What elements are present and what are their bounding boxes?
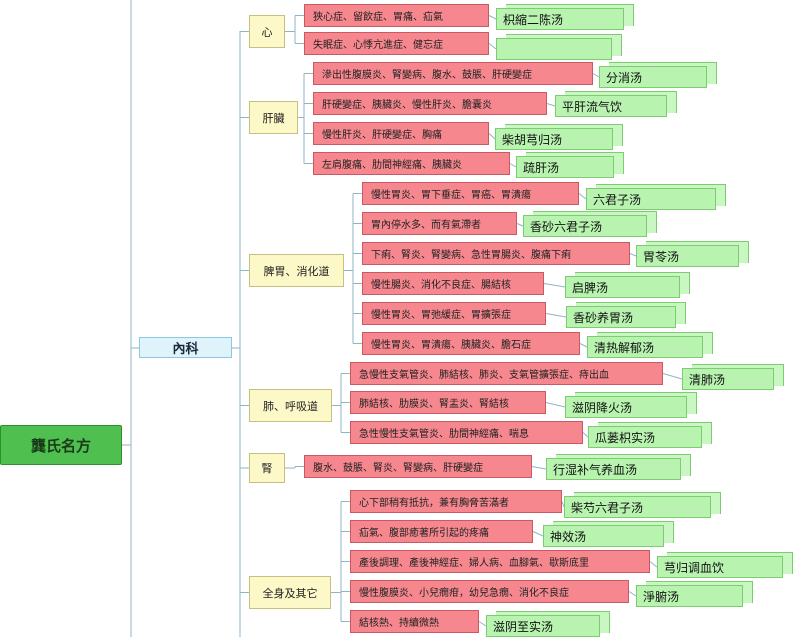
remedy-node[interactable]: 柴胡芎归汤 <box>495 128 613 150</box>
remedy-node[interactable]: 疏肝汤 <box>516 156 614 178</box>
remedy-node[interactable]: 神效汤 <box>543 525 664 547</box>
remedy-node[interactable]: 清热解郁汤 <box>587 336 703 358</box>
symptom-node[interactable]: 疝氣、腹部癒著所引起的疼痛 <box>350 520 533 543</box>
remedy-connector-ganzang-2 <box>488 133 496 140</box>
remedy-node[interactable]: 启脾汤 <box>565 276 680 298</box>
symptom-node[interactable]: 慢性腸炎、消化不良症、腸結核 <box>362 272 544 295</box>
remedy-connector-shen-0 <box>531 466 547 470</box>
symptom-node[interactable]: 胃內停水多、而有氣滯者 <box>362 212 517 235</box>
symptom-node[interactable]: 急性慢性支氣管炎、肋間神經痛、喘息 <box>350 421 583 444</box>
remedy-connector-quanshen-3 <box>628 591 637 597</box>
remedy-node[interactable]: 滋阴至实汤 <box>486 615 600 637</box>
remedy-node[interactable]: 香砂养胃汤 <box>566 306 676 328</box>
remedy-connector-ganzang-3 <box>509 163 517 168</box>
symptom-node[interactable]: 慢性肝炎、肝硬變症、胸痛 <box>313 122 489 145</box>
remedy-node[interactable]: 胃苓汤 <box>636 245 739 267</box>
remedy-node[interactable]: 柴芍六君子汤 <box>564 496 711 518</box>
symptom-node[interactable]: 慢性腹膜炎、小兒癇疳，幼兒急癇、消化不良症 <box>350 580 629 603</box>
remedy-connector-fei-2 <box>582 432 589 438</box>
symptom-node[interactable]: 產後調理、產後神經症、婦人病、血腳氣、歇斯底里 <box>350 550 650 573</box>
category-quanshen[interactable]: 全身及其它 <box>249 576 331 609</box>
remedy-connector-ganzang-1 <box>546 103 556 107</box>
symptom-node[interactable]: 慢性胃炎、胃下垂症、胃癌、胃潰瘍 <box>362 182 579 205</box>
symptom-node[interactable]: 肺結核、肋膜炎、腎盂炎、腎結核 <box>350 391 546 414</box>
remedy-node[interactable]: 分消汤 <box>599 66 707 88</box>
remedy-connector-xin-1 <box>488 43 497 50</box>
remedy-connector-quanshen-2 <box>649 561 658 568</box>
remedy-connector-quanshen-0 <box>561 501 565 508</box>
symptom-node[interactable]: 下痢、腎炎、腎變病、急性胃腸炎、腹痛下痢 <box>362 242 630 265</box>
remedy-node[interactable]: 香砂六君子汤 <box>523 215 647 237</box>
remedy-connector-xin-0 <box>488 15 497 20</box>
remedy-connector-piwei-0 <box>578 193 587 200</box>
symptom-node[interactable]: 狹心症、留飲症、胃痛、疝氣 <box>304 4 489 27</box>
remedy-connector-quanshen-4 <box>478 621 487 627</box>
remedy-node[interactable]: 滋阴降火汤 <box>565 396 687 418</box>
remedy-node[interactable]: 瓜蒌枳实汤 <box>588 426 702 448</box>
remedy-connector-piwei-4 <box>545 313 567 318</box>
category-shen[interactable]: 腎 <box>249 453 285 483</box>
remedy-node[interactable]: 平肝流气饮 <box>555 95 667 117</box>
symptom-node[interactable]: 腹水、鼓脹、腎炎、腎變病、肝硬變症 <box>304 455 532 478</box>
remedy-connector-piwei-3 <box>543 283 566 288</box>
symptom-node[interactable]: 肝硬變症、胰臟炎、慢性肝炎、膽囊炎 <box>313 92 547 115</box>
remedy-node[interactable]: 行湿补气养血汤 <box>546 458 681 480</box>
remedy-node[interactable]: 枳縮二陈汤 <box>496 8 624 30</box>
category-xin[interactable]: 心 <box>249 15 285 48</box>
main-node-internal-medicine[interactable]: 內科 <box>139 337 232 358</box>
remedy-connector-fei-0 <box>662 373 683 380</box>
symptom-node[interactable]: 滲出性腹膜炎、腎變病、腹水、鼓脹、肝硬變症 <box>313 62 593 85</box>
symptom-node[interactable]: 結核熱、持續微熱 <box>350 610 479 633</box>
category-ganzang[interactable]: 肝臟 <box>249 101 298 134</box>
remedy-node[interactable] <box>496 38 612 60</box>
symptom-node[interactable]: 急慢性支氣管炎、肺結核、肺炎、支氣管擴張症、痔出血 <box>350 362 663 385</box>
symptom-node[interactable]: 失眠症、心悸亢進症、健忘症 <box>304 32 489 55</box>
category-piwei[interactable]: 脾胃、消化道 <box>249 254 344 287</box>
category-fei[interactable]: 肺、呼吸道 <box>249 389 332 422</box>
root-node[interactable]: 龔氏名方 <box>0 425 122 465</box>
remedy-connector-piwei-1 <box>516 223 524 227</box>
remedy-node[interactable]: 淨腑汤 <box>636 585 743 607</box>
remedy-connector-quanshen-1 <box>532 531 544 537</box>
symptom-node[interactable]: 慢性胃炎、胃潰瘍、胰臟炎、膽石症 <box>362 332 580 355</box>
remedy-connector-fei-1 <box>545 402 566 408</box>
symptom-node[interactable]: 慢性胃炎、胃弛緩症、胃擴張症 <box>362 302 546 325</box>
remedy-node[interactable]: 芎归调血饮 <box>657 556 783 578</box>
remedy-node[interactable]: 六君子汤 <box>586 188 716 210</box>
symptom-node[interactable]: 左肩腹痛、肋間神經痛、胰臟炎 <box>313 152 510 175</box>
remedy-connector-piwei-5 <box>579 343 588 348</box>
remedy-connector-ganzang-0 <box>592 73 600 78</box>
symptom-node[interactable]: 心下部稍有抵抗，兼有胸脅苦滿者 <box>350 490 562 513</box>
remedy-node[interactable]: 清肺汤 <box>682 368 774 390</box>
remedy-connector-piwei-2 <box>629 253 637 257</box>
